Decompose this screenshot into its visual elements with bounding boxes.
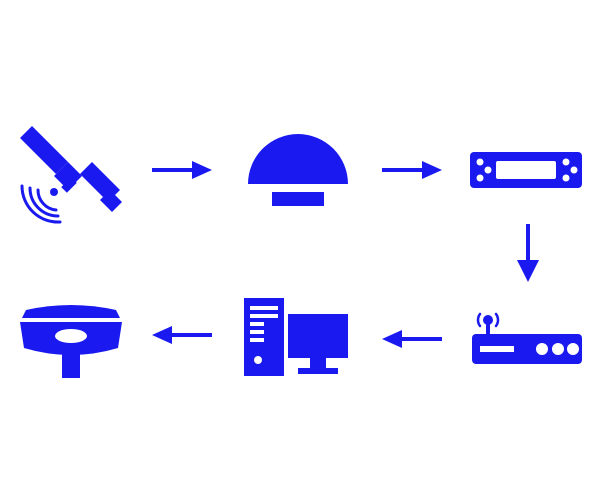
rack-receiver-icon <box>470 152 582 188</box>
gnss-rover-receiver-icon <box>16 304 126 380</box>
arrow-right-icon <box>382 160 442 180</box>
arrow-down-icon <box>516 224 540 282</box>
arrow-left-icon <box>152 325 212 345</box>
arrow-right-icon <box>152 160 212 180</box>
desktop-computer-icon <box>244 298 352 376</box>
gnss-antenna-icon <box>244 128 352 210</box>
satellite-icon <box>18 118 123 226</box>
modem-router-icon <box>472 306 582 364</box>
arrow-left-icon <box>382 329 442 349</box>
